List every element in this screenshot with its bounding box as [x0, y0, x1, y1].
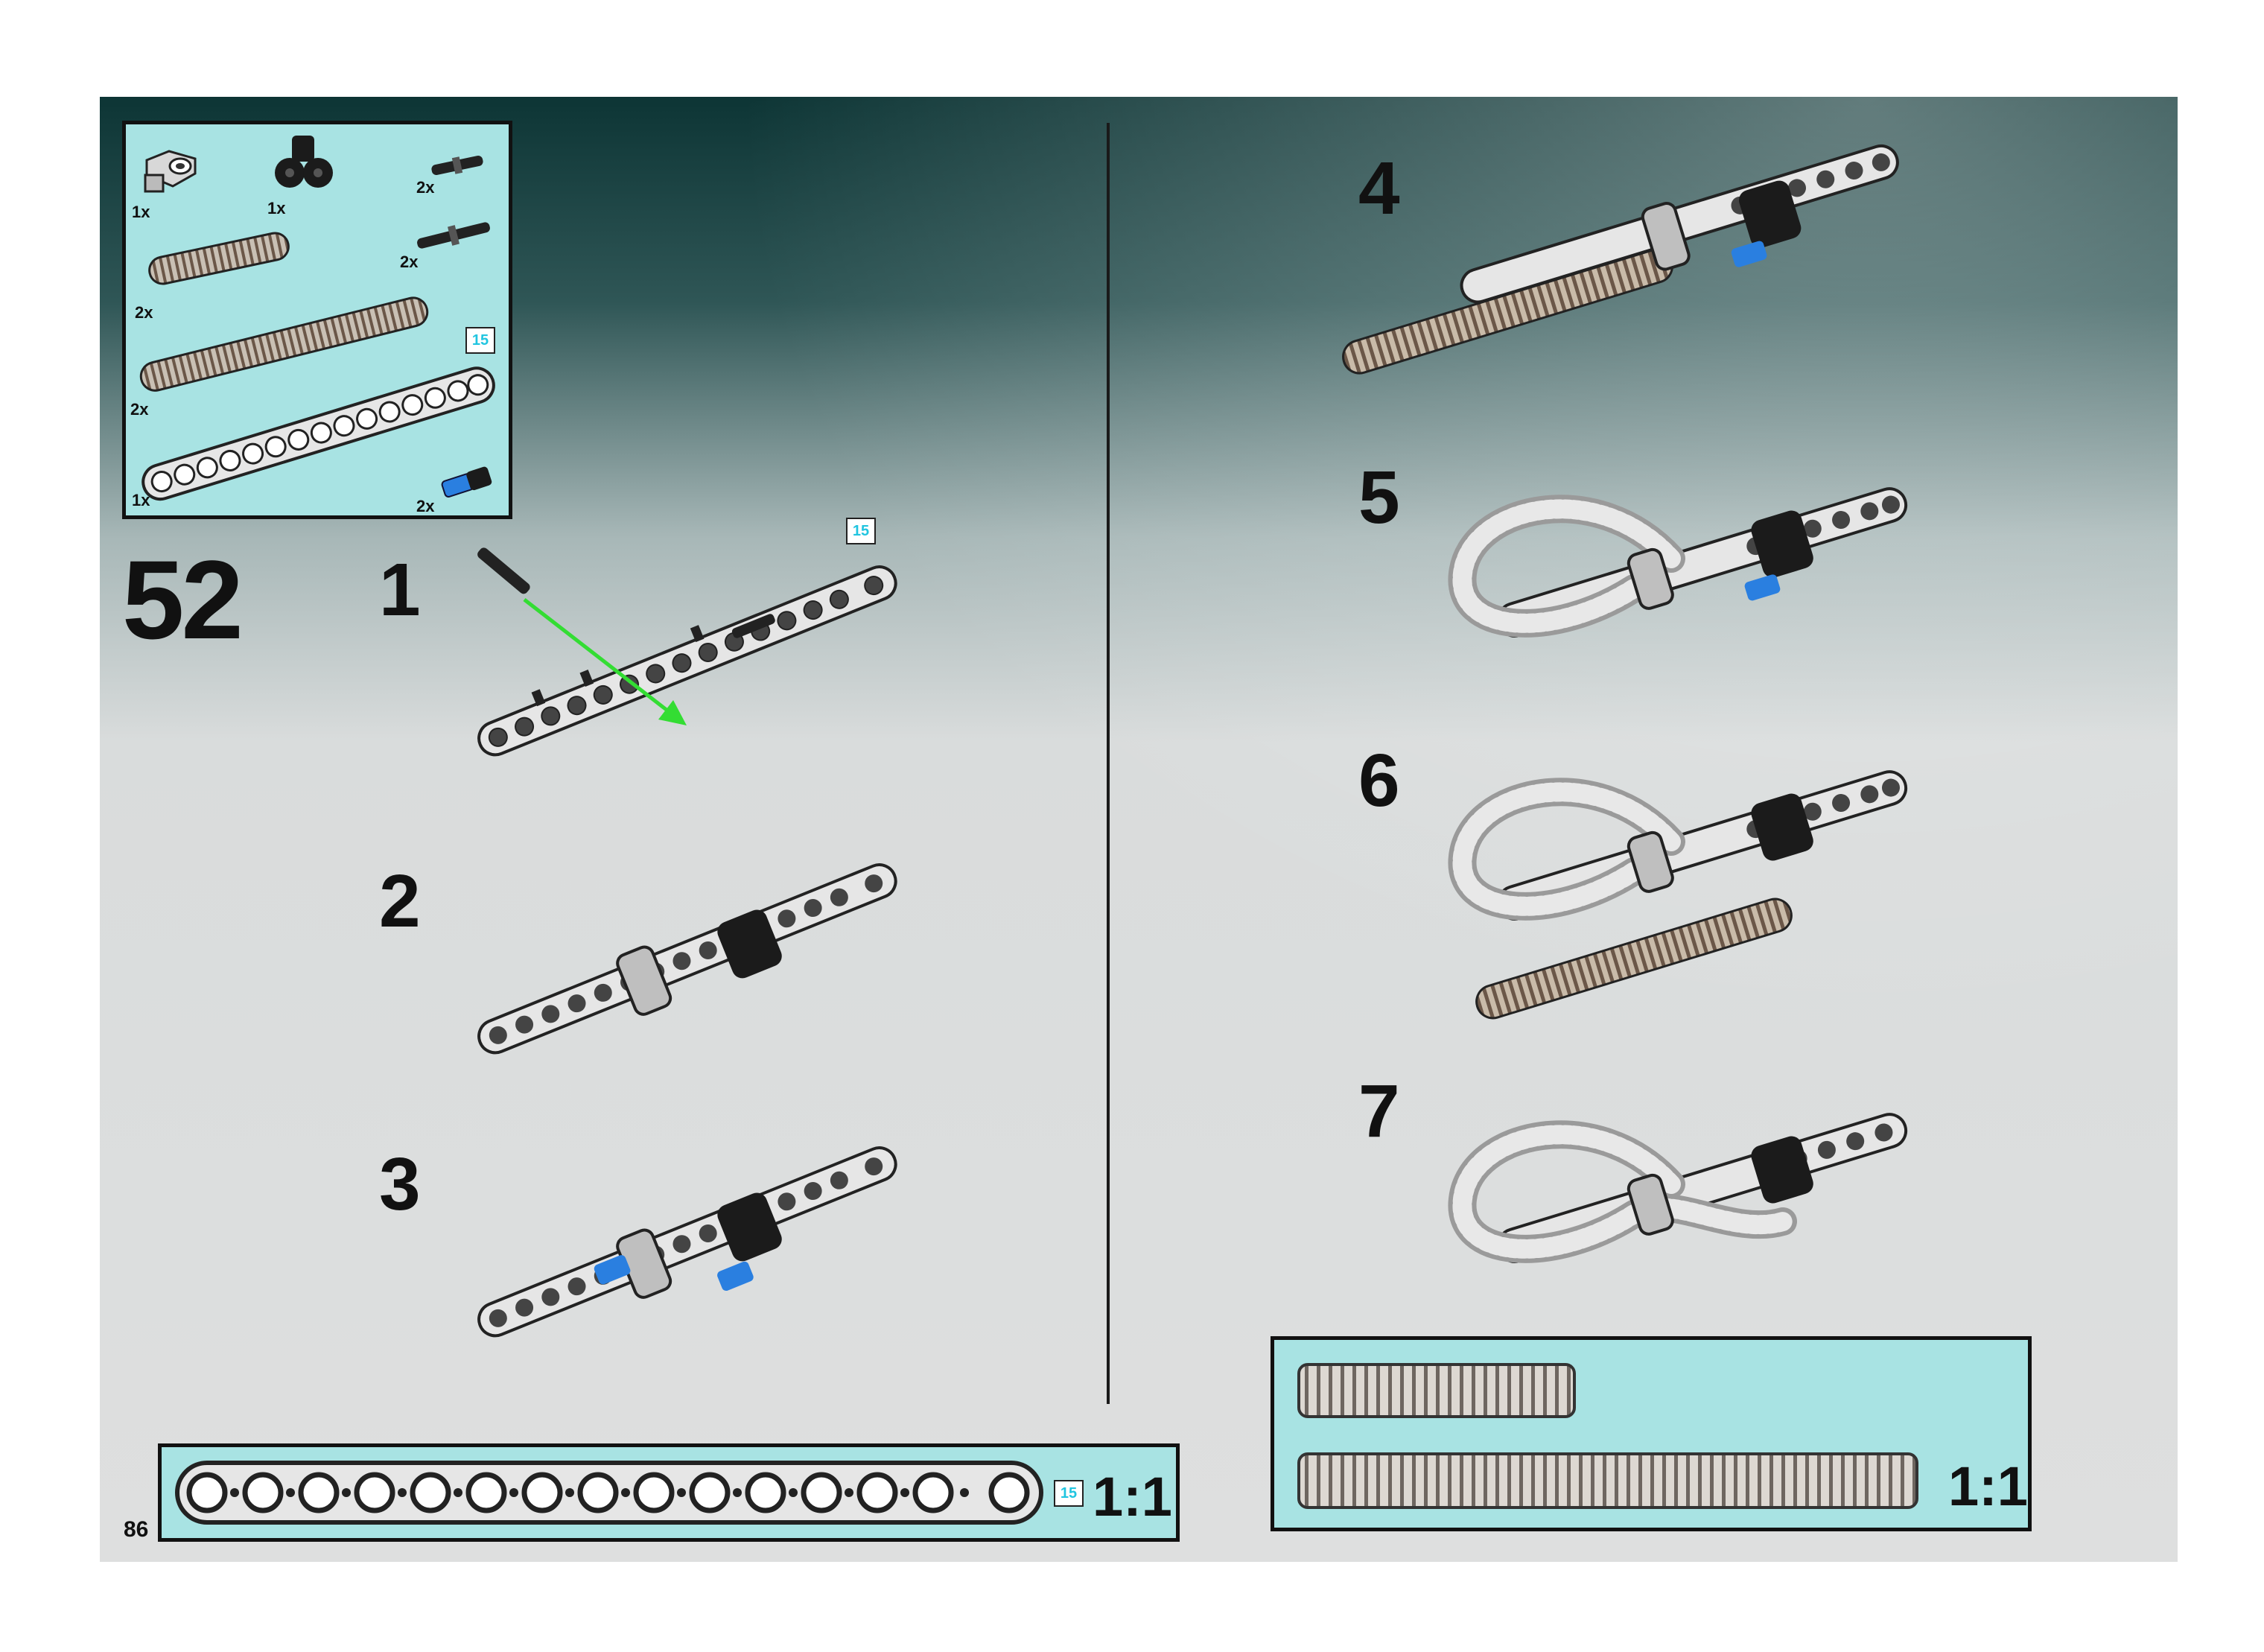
step4-assembly [1306, 156, 1924, 380]
step2-assembly [450, 857, 926, 1050]
cross-block-icon [139, 145, 214, 197]
part-qty: 1x [132, 491, 150, 510]
beam-15-actual-size [175, 1461, 1046, 1528]
beam-connector-icon [273, 132, 348, 199]
substep-number: 2 [379, 864, 421, 938]
scale-label: 1:1 [1948, 1459, 2028, 1514]
part-qty: 2x [416, 497, 434, 516]
step1-assembly [450, 551, 926, 760]
step7-assembly [1448, 1087, 1924, 1326]
part-qty: 1x [132, 203, 150, 222]
substep-number: 1 [379, 553, 421, 627]
scale-label: 1:1 [1093, 1470, 1172, 1525]
substep-number: 5 [1358, 460, 1400, 535]
part-qty: 1x [267, 199, 285, 218]
part-qty: 2x [400, 252, 418, 272]
axle-pin-part [476, 546, 532, 596]
short-hose-actual-size [1297, 1362, 1580, 1429]
step6-assembly [1448, 745, 1924, 1013]
page-number: 86 [124, 1517, 148, 1543]
beam-scale-panel: 15 1:1 [158, 1443, 1180, 1542]
step3-assembly [450, 1140, 926, 1333]
substep-number: 3 [379, 1147, 421, 1221]
beam-length-ref: 15 [846, 518, 876, 544]
part-qty: 2x [416, 178, 434, 197]
substep-number: 7 [1358, 1074, 1400, 1149]
short-hose-icon [148, 229, 297, 288]
blue-pin-icon [439, 463, 498, 501]
long-hose-actual-size [1297, 1452, 1922, 1519]
parts-list-panel: 1x 1x 2x 2x 2x [122, 121, 512, 519]
beam-length-ref: 15 [1054, 1480, 1084, 1507]
substep-number: 6 [1358, 743, 1400, 818]
axle-pin-icon [413, 214, 495, 258]
column-divider [1107, 123, 1110, 1404]
hose-scale-panel: 1:1 [1271, 1336, 2032, 1531]
pin-icon [427, 147, 495, 184]
instruction-page: 1x 1x 2x 2x 2x [100, 97, 2178, 1562]
main-step-number: 52 [122, 544, 241, 655]
beam-length-ref: 15 [465, 327, 495, 354]
step5-assembly [1448, 462, 1924, 685]
